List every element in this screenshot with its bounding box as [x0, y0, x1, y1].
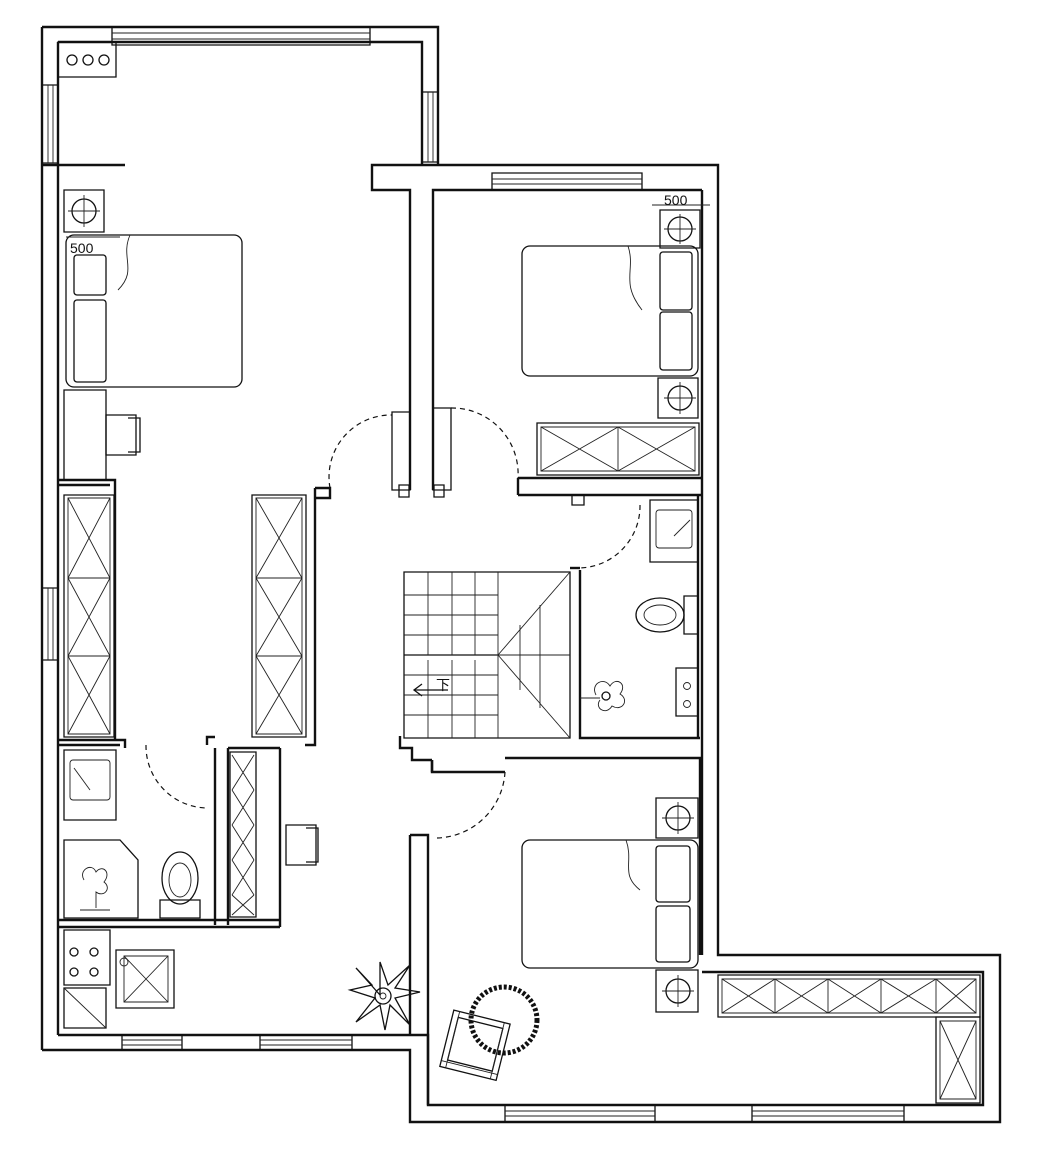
- shower-icon: [64, 840, 138, 918]
- bed-icon: [522, 840, 698, 968]
- wardrobe-icon: [252, 495, 306, 737]
- door-swing-icon: [435, 772, 505, 838]
- window-icon: [492, 173, 642, 190]
- door-swing-icon: [329, 415, 392, 488]
- wardrobe-icon: [718, 975, 980, 1017]
- toilet-icon: [160, 852, 200, 918]
- window-icon: [752, 1105, 904, 1122]
- round-table-icon: [471, 987, 537, 1053]
- stove-burner-icon: [676, 668, 698, 716]
- wardrobe-icon: [936, 1017, 980, 1103]
- window-icon: [260, 1035, 352, 1050]
- exterior-walls: [42, 27, 1000, 1122]
- nightstand-lamp-icon: [656, 798, 698, 838]
- window-icon: [42, 85, 58, 163]
- shower-icon: [580, 681, 625, 710]
- window-icon: [122, 1035, 182, 1050]
- nightstand-lamp-icon: [658, 378, 698, 418]
- door-swing-icon: [146, 745, 207, 808]
- window-icon: [112, 27, 370, 45]
- sink-icon: [650, 500, 698, 562]
- left-dimension-label: 500: [70, 240, 94, 256]
- wardrobe-icon: [537, 423, 699, 475]
- bed-icon: [66, 235, 242, 387]
- wardrobe-icon: [64, 495, 114, 737]
- wardrobe-icon: [230, 752, 256, 917]
- stair-direction-label: 下: [436, 677, 450, 693]
- plant-icon: [350, 962, 420, 1030]
- desk-chair-icon: [64, 390, 140, 480]
- window-icon: [42, 588, 58, 660]
- window-icon: [505, 1105, 655, 1122]
- bed-icon: [522, 246, 698, 376]
- toilet-icon: [636, 596, 698, 634]
- stove-burner-icon: [64, 930, 110, 985]
- stair-icon: [404, 572, 570, 738]
- nightstand-lamp-icon: [64, 190, 104, 232]
- nightstand-lamp-icon: [660, 210, 700, 248]
- desk-chair-icon: [286, 825, 318, 865]
- sink-icon: [64, 750, 116, 820]
- window-icon: [422, 92, 438, 162]
- cabinet-icon: [64, 988, 106, 1028]
- armchair-icon: [440, 1010, 510, 1080]
- door-swing-icon: [451, 408, 518, 478]
- shower-icon: [116, 950, 174, 1008]
- stove-burner-icon: [58, 42, 116, 77]
- nightstand-lamp-icon: [656, 970, 698, 1012]
- interior-walls: [58, 408, 702, 1105]
- door-swing-icon: [578, 505, 640, 568]
- right-dimension-label: 500: [664, 192, 688, 208]
